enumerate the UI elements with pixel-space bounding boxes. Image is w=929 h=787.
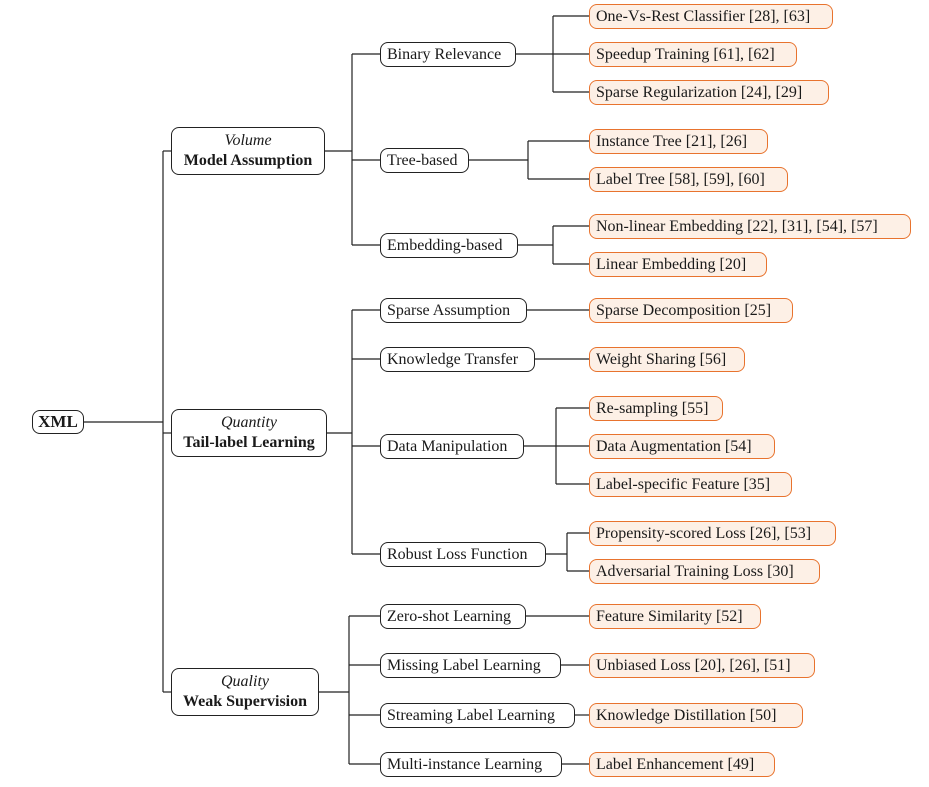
leaf-label: Instance Tree [21], [26] [596,132,748,150]
leaf-label: Speedup Training [61], [62] [596,45,775,63]
method-tree-based: Tree-based [380,148,469,173]
category-title: Weak Supervision [182,693,308,710]
leaf-feature-similarity: Feature Similarity [52] [589,604,761,629]
method-zero-shot-learning: Zero-shot Learning [380,604,526,629]
leaf-label: Linear Embedding [20] [596,255,747,273]
category-subtitle: Quality [221,673,269,690]
method-label: Knowledge Transfer [387,350,519,368]
category-subtitle: Volume [224,132,272,149]
leaf-weight-sharing: Weight Sharing [56] [589,347,745,372]
leaf-speedup-training: Speedup Training [61], [62] [589,42,797,67]
method-label: Sparse Assumption [387,301,511,319]
method-knowledge-transfer: Knowledge Transfer [380,347,535,372]
leaf-label: Sparse Regularization [24], [29] [596,83,803,101]
leaf-instance-tree: Instance Tree [21], [26] [589,129,768,154]
leaf-label: Weight Sharing [56] [596,350,727,368]
category-subtitle: Quantity [221,414,277,431]
leaf-sparse-regularization: Sparse Regularization [24], [29] [589,80,829,105]
category-tail-label-learning: Quantity Tail-label Learning [171,409,327,457]
leaf-label: Knowledge Distillation [50] [596,706,777,724]
category-weak-supervision: Quality Weak Supervision [171,668,319,716]
category-title: Model Assumption [183,152,313,169]
leaf-re-sampling: Re-sampling [55] [589,396,723,421]
leaf-data-augmentation: Data Augmentation [54] [589,434,775,459]
method-robust-loss-function: Robust Loss Function [380,542,546,567]
method-missing-label-learning: Missing Label Learning [380,653,561,678]
root-label: XML [38,412,78,431]
method-label: Missing Label Learning [387,656,541,674]
leaf-label: Propensity-scored Loss [26], [53] [596,524,812,542]
method-label: Embedding-based [387,236,503,254]
method-binary-relevance: Binary Relevance [380,42,516,67]
leaf-label: Re-sampling [55] [596,399,709,417]
leaf-label: Unbiased Loss [20], [26], [51] [596,656,791,674]
leaf-non-linear-embedding: Non-linear Embedding [22], [31], [54], [… [589,214,911,239]
method-label: Multi-instance Learning [387,755,543,773]
leaf-label: One-Vs-Rest Classifier [28], [63] [596,7,811,25]
method-label: Streaming Label Learning [387,706,555,724]
method-label: Robust Loss Function [387,545,528,563]
method-label: Data Manipulation [387,437,508,455]
leaf-label: Label-specific Feature [35] [596,475,771,493]
method-label: Zero-shot Learning [387,607,511,625]
leaf-propensity-scored-loss: Propensity-scored Loss [26], [53] [589,521,836,546]
leaf-knowledge-distillation: Knowledge Distillation [50] [589,703,803,728]
leaf-label-specific-feature: Label-specific Feature [35] [589,472,792,497]
leaf-linear-embedding: Linear Embedding [20] [589,252,767,277]
category-model-assumption: Volume Model Assumption [171,127,325,175]
leaf-label: Adversarial Training Loss [30] [596,562,794,580]
method-streaming-label-learning: Streaming Label Learning [380,703,575,728]
leaf-label-tree: Label Tree [58], [59], [60] [589,167,788,192]
leaf-label: Sparse Decomposition [25] [596,301,772,319]
method-embedding-based: Embedding-based [380,233,518,258]
category-title: Tail-label Learning [183,434,315,451]
method-label: Binary Relevance [387,45,502,63]
method-sparse-assumption: Sparse Assumption [380,298,527,323]
leaf-label: Data Augmentation [54] [596,437,752,455]
leaf-label: Feature Similarity [52] [596,607,743,625]
leaf-label: Label Tree [58], [59], [60] [596,170,765,188]
leaf-sparse-decomposition: Sparse Decomposition [25] [589,298,793,323]
leaf-one-vs-rest: One-Vs-Rest Classifier [28], [63] [589,4,833,29]
leaf-label: Non-linear Embedding [22], [31], [54], [… [596,217,878,235]
leaf-unbiased-loss: Unbiased Loss [20], [26], [51] [589,653,815,678]
method-label: Tree-based [387,151,458,169]
method-data-manipulation: Data Manipulation [380,434,524,459]
leaf-adversarial-training-loss: Adversarial Training Loss [30] [589,559,820,584]
root-node: XML [32,410,84,434]
leaf-label-enhancement: Label Enhancement [49] [589,752,775,777]
method-multi-instance-learning: Multi-instance Learning [380,752,562,777]
leaf-label: Label Enhancement [49] [596,755,755,773]
